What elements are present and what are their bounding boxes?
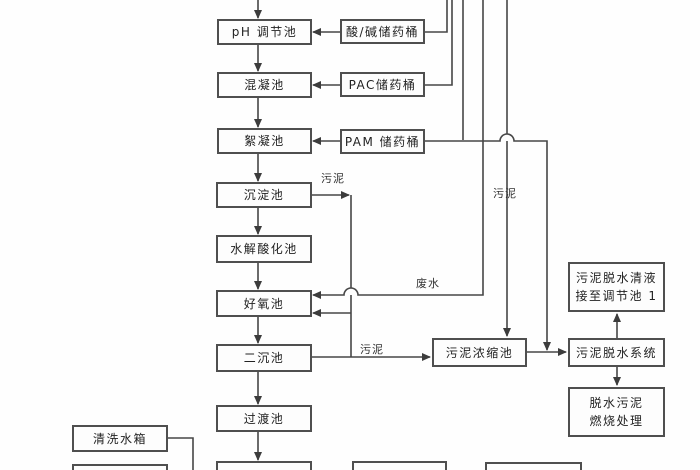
- edge-label-wastewater: 废水: [416, 277, 440, 290]
- node-bottom-cut-4: [485, 462, 582, 470]
- node-label: 混凝池: [244, 78, 285, 92]
- node-bottom-cut-1: [72, 464, 168, 470]
- node-label: 好氧池: [243, 296, 285, 311]
- node-coagulation-tank: 混凝池: [217, 72, 312, 98]
- node-flocculation-tank: 絮凝池: [217, 128, 312, 154]
- node-secondary-tank: 二沉池: [216, 344, 312, 372]
- node-dewatered-sludge: 脱水污泥 燃烧处理: [568, 387, 665, 437]
- node-label: 污泥脱水清液: [575, 271, 657, 285]
- dosing-arrows: [312, 28, 340, 145]
- node-label: PAC储药桶: [348, 77, 417, 92]
- node-label: 二沉池: [243, 351, 285, 365]
- node-dewater-liquid: 污泥脱水清液 接至调节池 1: [568, 262, 665, 312]
- node-label: PAM 储药桶: [344, 134, 421, 149]
- node-bottom-cut-3: [352, 461, 447, 470]
- node-dewater-system: 污泥脱水系统: [568, 338, 665, 367]
- wastewater-return-line: [312, 0, 484, 299]
- node-label: 沉淀池: [243, 188, 285, 202]
- node-transition-tank: 过渡池: [216, 405, 312, 432]
- node-acid-alkali-drum: 酸/碱储药桶: [340, 19, 425, 44]
- node-label: 燃烧处理: [589, 414, 644, 428]
- node-label: 水解酸化池: [230, 242, 298, 256]
- edge-label-sludge-2: 污泥: [493, 187, 517, 200]
- node-label: 接至调节池 1: [575, 289, 658, 303]
- node-pam-drum: PAM 储药桶: [340, 129, 425, 154]
- drum-return-lines: [425, 0, 464, 140]
- node-ph-tank: pH 调节池: [217, 19, 312, 45]
- node-sludge-thickener: 污泥浓缩池: [432, 338, 527, 367]
- node-hydrolysis-tank: 水解酸化池: [216, 235, 312, 263]
- edge-label-sludge-1: 污泥: [321, 172, 345, 185]
- wash-tank-line: [168, 437, 194, 470]
- node-label: 酸/碱储药桶: [345, 24, 420, 39]
- sedimentation-sludge-line: [310, 191, 352, 357]
- pam-to-dewater-line: [425, 133, 551, 351]
- node-label: 絮凝池: [244, 134, 285, 148]
- node-aerobic-tank: 好氧池: [216, 290, 312, 317]
- node-bottom-cut-2: [216, 461, 312, 470]
- node-label: 清洗水箱: [92, 431, 147, 446]
- node-label: 脱水污泥: [589, 396, 644, 410]
- edge-label-sludge-3: 污泥: [360, 343, 384, 356]
- node-label: 污泥脱水系统: [575, 345, 657, 360]
- node-label: 污泥浓缩池: [445, 345, 514, 360]
- node-sedimentation-tank: 沉淀池: [216, 182, 312, 208]
- node-label: pH 调节池: [231, 25, 298, 39]
- node-wash-tank: 清洗水箱: [72, 425, 168, 452]
- node-label: 过渡池: [243, 411, 285, 426]
- node-pac-drum: PAC储药桶: [340, 72, 425, 97]
